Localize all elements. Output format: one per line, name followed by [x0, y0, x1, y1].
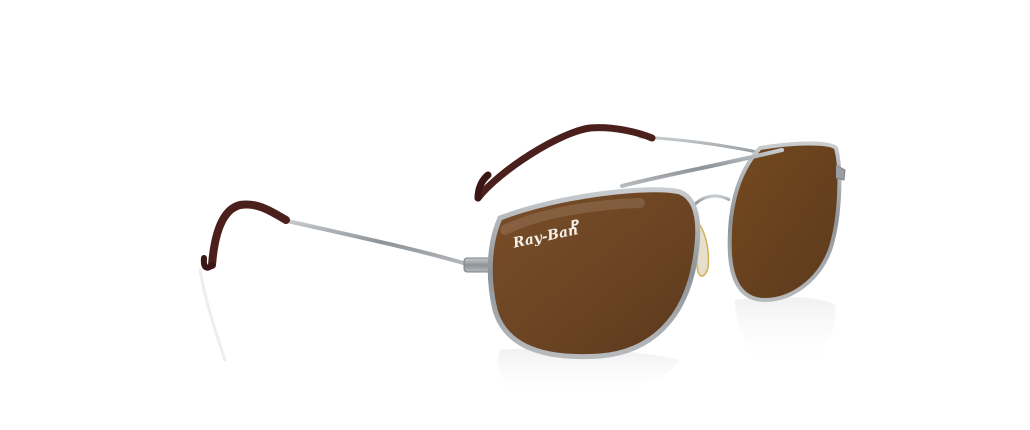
floor-reflection: [198, 268, 836, 399]
right-lens: [727, 141, 846, 303]
polarized-mark: P: [569, 217, 581, 233]
left-lens: [487, 187, 701, 360]
front-temple-arm: [200, 200, 497, 273]
